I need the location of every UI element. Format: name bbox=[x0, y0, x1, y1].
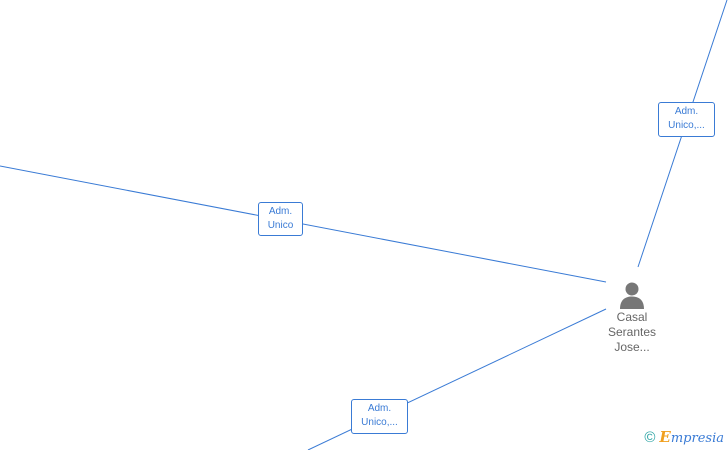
edge-label-line1: Adm. bbox=[367, 403, 392, 414]
person-name-line3: Jose... bbox=[614, 340, 650, 354]
edge-label-line1: Adm. bbox=[674, 106, 699, 117]
edge-label-left[interactable]: Adm. Unico bbox=[258, 202, 303, 236]
brand-logo: Empresia bbox=[659, 428, 724, 446]
person-name: Casal Serantes Jose... bbox=[596, 310, 668, 355]
person-node[interactable]: Casal Serantes Jose... bbox=[596, 280, 668, 355]
brand-initial: E bbox=[659, 428, 671, 446]
edge-label-line2: Unico,... bbox=[361, 417, 398, 428]
person-icon bbox=[620, 282, 644, 309]
person-name-line2: Serantes bbox=[607, 325, 657, 339]
watermark: © Empresia bbox=[644, 428, 724, 446]
edge-label-line1: Adm. bbox=[268, 206, 293, 217]
brand-rest: mpresia bbox=[670, 431, 724, 446]
edge-label-line2: Unico,... bbox=[668, 120, 705, 131]
copyright-symbol: © bbox=[644, 428, 656, 446]
edge-label-line2: Unico bbox=[267, 220, 294, 231]
edge-label-bottom[interactable]: Adm. Unico,... bbox=[351, 399, 408, 434]
person-name-line1: Casal bbox=[616, 310, 648, 324]
edge-label-top[interactable]: Adm. Unico,... bbox=[658, 102, 715, 137]
edge-line-left bbox=[0, 165, 607, 283]
